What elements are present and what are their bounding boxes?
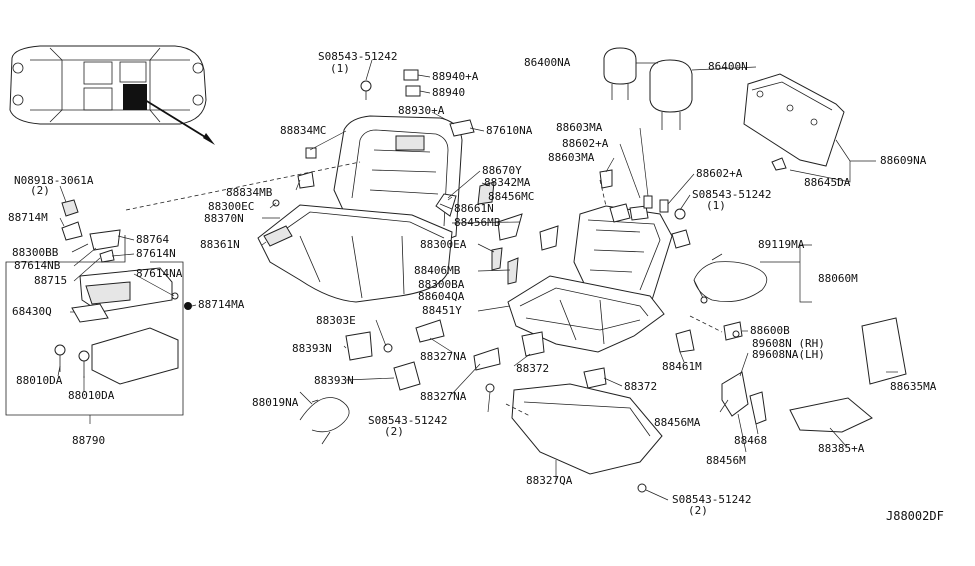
label-88930a: 88930+A (398, 104, 445, 117)
label-88764: 88764 (136, 233, 169, 246)
label-86400n: 86400N (708, 60, 748, 73)
label-88714m: 88714M (8, 211, 48, 224)
label-88010da-a: 88010DA (16, 374, 63, 387)
label-88461m: 88461M (662, 360, 702, 373)
label-bolt-top: S08543-51242 (318, 50, 397, 63)
label-88327na-a: 88327NA (420, 350, 467, 363)
label-bolt-low: S08543-51242 (368, 414, 447, 427)
label-88393n-b: 88393N (314, 374, 354, 387)
label-88451y: 88451Y (422, 304, 462, 317)
label-68430q: 68430Q (12, 305, 52, 318)
label-88393n-a: 88393N (292, 342, 332, 355)
label-88604qa: 88604QA (418, 290, 465, 303)
label-88300ea: 88300EA (420, 238, 467, 251)
label-88372-b: 88372 (624, 380, 657, 393)
label-88661n: 88661N (454, 202, 494, 215)
part-labels: S08543-51242 (1) 88940+A 88940 88930+A 8… (8, 50, 944, 523)
armrest-parts (54, 199, 192, 385)
label-88468: 88468 (734, 434, 767, 447)
assembly-lines (125, 161, 723, 417)
label-88609na: 88609NA (880, 154, 927, 167)
wire-harness (693, 253, 768, 304)
label-86400na: 86400NA (524, 56, 571, 69)
label-88300ec: 88300EC (208, 200, 254, 213)
label-88327na-b: 88327NA (420, 390, 467, 403)
label-88456mc: 88456MC (488, 190, 534, 203)
headrest-small (603, 47, 637, 100)
label-88635ma: 88635MA (890, 380, 937, 393)
label-89608na: 89608NA(LH) (752, 348, 825, 361)
label-88370n: 88370N (204, 212, 244, 225)
label-bolt-bottom-qty: (2) (688, 504, 708, 517)
label-88303e: 88303E (316, 314, 356, 327)
label-88834mc: 88834MC (280, 124, 326, 137)
rear-seat-cushion (257, 199, 453, 303)
seat-frame (507, 203, 691, 353)
label-88456ma: 88456MA (654, 416, 701, 429)
seat-back-board (743, 73, 845, 171)
label-88372-a: 88372 (516, 362, 549, 375)
headrest-large (649, 59, 693, 130)
label-88603ma-a: 88603MA (556, 121, 603, 134)
label-88602a-b: 88602+A (696, 167, 743, 180)
label-88940: 88940 (432, 86, 465, 99)
label-88714ma: 88714MA (198, 298, 245, 311)
label-89119ma: 89119MA (758, 238, 805, 251)
label-88361n: 88361N (200, 238, 240, 251)
label-88790: 88790 (72, 434, 105, 447)
label-87614n: 87614N (136, 247, 176, 260)
label-88342ma: 88342MA (484, 176, 531, 189)
label-88010da-b: 88010DA (68, 389, 115, 402)
label-nut: N08918-3061A (14, 174, 94, 187)
label-87614nb: 87614NB (14, 259, 61, 272)
label-bolt-top-qty: (1) (330, 62, 350, 75)
label-bolt-mid: S08543-51242 (692, 188, 771, 201)
label-nut-qty: (2) (30, 184, 50, 197)
label-88019na: 88019NA (252, 396, 299, 409)
label-88327qa: 88327QA (526, 474, 573, 487)
label-88300ba: 88300BA (418, 278, 465, 291)
label-88940a: 88940+A (432, 70, 479, 83)
diagram-code: J88002DF (886, 509, 944, 523)
label-bolt-mid-qty: (1) (706, 199, 726, 212)
label-88645da: 88645DA (804, 176, 851, 189)
label-87610na: 87610NA (486, 124, 533, 137)
label-88300bb: 88300BB (12, 246, 59, 259)
label-88834mb: 88834MB (226, 186, 273, 199)
label-88456mb: 88456MB (454, 216, 501, 229)
label-bolt-bottom: S08543-51242 (672, 493, 751, 506)
label-89608n: 89608N (RH) (752, 337, 825, 350)
label-88406mb: 88406MB (414, 264, 461, 277)
label-88602a-a: 88602+A (562, 137, 609, 150)
leader-lines (57, 59, 898, 501)
vehicle-locator-icon (9, 45, 215, 145)
misc-parts (297, 69, 907, 493)
label-88060m: 88060M (818, 272, 858, 285)
label-88603ma-b: 88603MA (548, 151, 595, 164)
label-88385a: 88385+A (818, 442, 865, 455)
label-bolt-low-qty: (2) (384, 425, 404, 438)
label-88600b: 88600B (750, 324, 790, 337)
armrest-group-box (5, 235, 184, 416)
label-88670y: 88670Y (482, 164, 522, 177)
label-88456m: 88456M (706, 454, 746, 467)
label-88715: 88715 (34, 274, 67, 287)
label-87614na: 87614NA (136, 267, 183, 280)
